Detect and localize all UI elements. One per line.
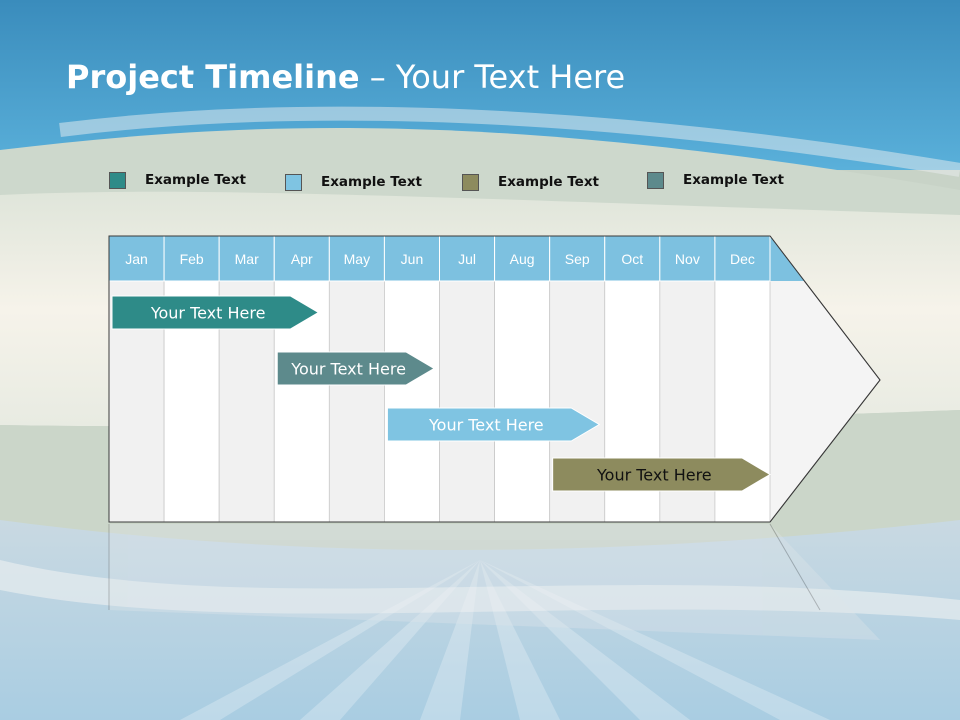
- month-header-cell: [328, 235, 385, 282]
- task-bar: [552, 457, 771, 492]
- month-header-cell: [383, 235, 440, 282]
- task-bar: [276, 351, 435, 386]
- task-bar: [111, 295, 320, 330]
- legend-swatch: [647, 171, 664, 189]
- timeline-reflection: [108, 523, 880, 640]
- month-label: Jan: [125, 251, 148, 267]
- month-column: [384, 280, 440, 523]
- month-label: Dec: [730, 251, 755, 267]
- month-header-cell: [273, 235, 330, 282]
- legend-swatch: [109, 171, 126, 189]
- month-headers: Jan Feb Mar Apr May Jun Jul Aug Sep Oct Nov Dec: [108, 235, 771, 282]
- legend-swatch: [285, 173, 302, 191]
- month-label: May: [344, 251, 370, 267]
- legend-item-4: Example Text: [647, 168, 784, 192]
- month-header-cell: [108, 235, 165, 282]
- month-header-cell: [163, 235, 220, 282]
- legend-item-3: Example Text: [462, 170, 599, 194]
- reflection-shape: [109, 524, 880, 640]
- task-bar-label: Your Text Here: [290, 360, 406, 379]
- task-bar: [386, 407, 601, 442]
- month-label: Apr: [291, 251, 313, 267]
- timeline-arrow-outline: [108, 235, 881, 523]
- month-header-cell: [439, 235, 496, 282]
- month-header-cell: [714, 235, 771, 282]
- task-bar-label: Your Text Here: [428, 416, 544, 435]
- month-header-cell: [218, 235, 275, 282]
- legend-item-1: Example Text: [109, 168, 246, 192]
- month-label: Oct: [621, 251, 643, 267]
- page-title: Project Timeline – Your Text Here: [66, 58, 625, 96]
- month-label: Mar: [235, 251, 259, 267]
- title-bold: Project Timeline: [66, 58, 360, 96]
- month-column: [439, 280, 495, 523]
- legend-label: Example Text: [683, 172, 784, 188]
- month-label: Jul: [458, 251, 476, 267]
- month-label: Sep: [565, 251, 590, 267]
- legend-label: Example Text: [145, 172, 246, 188]
- month-column: [494, 280, 551, 523]
- reflection-edge: [769, 523, 821, 611]
- task-bar-label: Your Text Here: [150, 304, 266, 323]
- legend-item-2: Example Text: [285, 170, 422, 194]
- legend-swatch: [462, 173, 479, 191]
- month-label: Nov: [675, 251, 700, 267]
- legend-label: Example Text: [498, 174, 599, 190]
- legend-label: Example Text: [321, 174, 422, 190]
- month-column: [328, 280, 385, 523]
- month-label: Feb: [180, 251, 204, 267]
- month-label: Aug: [510, 251, 535, 267]
- task-bar-label: Your Text Here: [596, 466, 712, 485]
- month-header-cell: [659, 235, 716, 282]
- month-label: Jun: [401, 251, 424, 267]
- month-header-cell: [494, 235, 551, 282]
- title-rest: – Your Text Here: [359, 58, 626, 96]
